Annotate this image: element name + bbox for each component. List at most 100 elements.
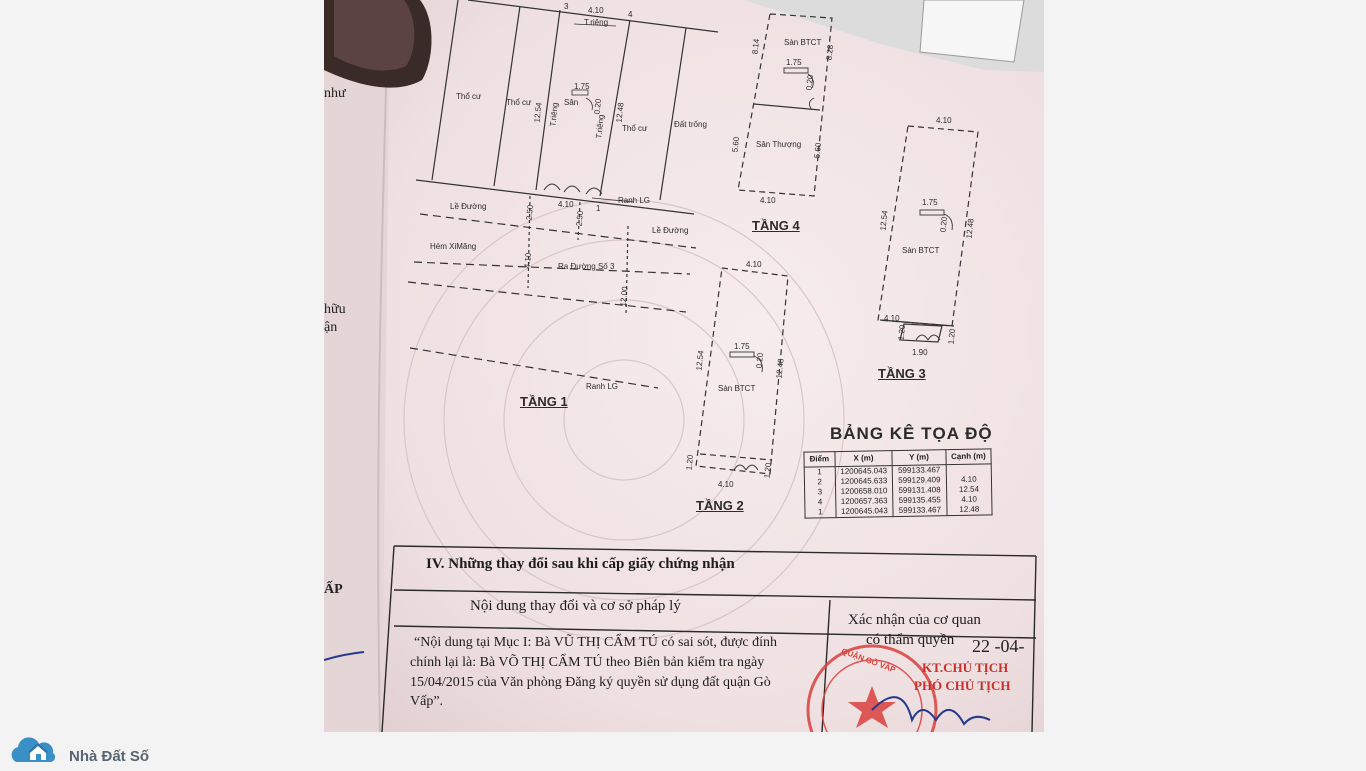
thumb-highlight xyxy=(334,0,415,71)
floor1-alley-width: 4.10 xyxy=(522,252,534,269)
floor2-extension-right: 1.20 xyxy=(762,462,774,479)
floor3-balcony-width: 1.90 xyxy=(912,348,928,357)
cell-edge xyxy=(945,463,992,476)
floor4-stair-width: 1.75 xyxy=(786,58,802,67)
house-cloud-icon xyxy=(11,737,56,762)
col-point: Điểm xyxy=(803,451,835,468)
floor1-residential-3: Thổ cư xyxy=(622,124,648,133)
cell-edge: 12.48 xyxy=(946,504,993,516)
floor1-cement-alley: Hẻm XiMăng xyxy=(430,242,477,251)
changes-confirm-header-2: có thẩm quyền xyxy=(866,632,955,648)
signature xyxy=(871,696,991,726)
floor1-offset-2: 2.50 xyxy=(574,210,586,227)
edge-fragment-3: ận xyxy=(324,320,338,335)
floor4-length-right-bottom: 5.60 xyxy=(812,142,824,159)
floor1-point-3: 3 xyxy=(564,2,569,11)
col-edge: Cạnh (m) xyxy=(945,448,992,465)
floor1-empty-land: Đất trống xyxy=(674,120,707,129)
floor4-title: TẦNG 4 xyxy=(752,218,800,233)
cell-point: 4 xyxy=(804,497,836,508)
cell-x: 1200645.043 xyxy=(835,506,894,518)
floor3-floor-label: Sàn BTCT xyxy=(902,246,940,255)
floor1-stair-width: 1.75 xyxy=(574,82,590,91)
floor1-bottom-width: 4.10 xyxy=(558,200,574,209)
floor1-plan xyxy=(415,0,719,215)
floor4-terrace: Sân Thượng xyxy=(756,140,802,149)
floor1-offset-1: 2.50 xyxy=(524,204,536,221)
floor2-plan xyxy=(695,267,789,475)
floor3-top-width: 4.10 xyxy=(936,116,952,125)
changes-note-line-3: 15/04/2015 của Văn phòng Đăng ký quyền s… xyxy=(410,675,771,690)
floor2-stair xyxy=(729,351,763,471)
floor1-title: TẦNG 1 xyxy=(520,394,568,409)
floor3-plan xyxy=(877,125,979,343)
floor1-top-width: 4.10 xyxy=(588,6,604,15)
floor4-plan xyxy=(737,13,833,197)
changes-date-fragment: 22 -04- xyxy=(972,636,1025,656)
floor1-lane-label: T.riêng xyxy=(584,18,609,27)
brand-name: Nhà Đất Số xyxy=(69,748,150,765)
floor1-yard: Sân xyxy=(564,98,579,107)
floor4-stair xyxy=(783,67,815,111)
floor1-to-road-3: Ra Đường Số 3 xyxy=(558,262,615,271)
changes-confirm-header-1: Xác nhận của cơ quan xyxy=(848,612,981,628)
changes-content-header: Nội dung thay đổi và cơ sở pháp lý xyxy=(470,598,681,614)
signer-title-1: KT.CHỦ TỊCH xyxy=(922,660,1009,675)
floor4-stair-depth: 0.20 xyxy=(804,74,816,91)
floor2-stair-depth: 0.20 xyxy=(754,352,766,369)
floor1-lot-boundary-2: Ranh LG xyxy=(586,382,619,391)
floor3-bottom-width: 4.10 xyxy=(884,314,900,323)
edge-fragment-2: hữu xyxy=(324,302,346,317)
floor1-residential-2: Thổ cư xyxy=(506,98,532,107)
floor1-dashed-boundaries xyxy=(407,195,697,389)
paper xyxy=(324,0,1044,732)
changes-note-line-1: “Nội dung tại Mục I: Bà VŨ THỊ CẨM TÚ có… xyxy=(414,635,778,650)
left-page-strip xyxy=(324,0,390,732)
cell-point: 1 xyxy=(804,507,836,519)
floor4-length-right-top: 8.28 xyxy=(824,44,836,61)
edge-fragment-1: như xyxy=(324,86,346,101)
floor2-stair-width: 1.75 xyxy=(734,342,750,351)
edge-fragment-4: ẤP xyxy=(324,582,343,597)
stacked-paper xyxy=(919,0,1025,63)
cell-point: 1 xyxy=(804,466,835,478)
cell-point: 2 xyxy=(804,477,836,488)
floor4-length-left-bottom: 5.60 xyxy=(730,136,742,153)
certificate-photo: T.riêng 4.10 3 4 Thổ cư Thổ cư Thổ cư Đấ… xyxy=(324,0,1044,732)
floor1-point-4: 4 xyxy=(628,10,633,19)
changes-section-title: IV. Những thay đổi sau khi cấp giấy chứn… xyxy=(426,556,735,572)
floor3-title: TẦNG 3 xyxy=(878,366,926,381)
signer-title-2: PHÓ CHỦ TỊCH xyxy=(914,678,1011,693)
pen-mark xyxy=(324,651,365,661)
floor1-sidewalk-1: Lề Đường xyxy=(450,202,487,211)
floor2-top-width: 4.10 xyxy=(746,260,762,269)
floor3-extension-right: 1.20 xyxy=(946,328,958,345)
floor3-stair xyxy=(915,209,953,341)
floor3-stair-width: 1.75 xyxy=(922,198,938,207)
floor2-title: TẦNG 2 xyxy=(696,498,744,513)
floor2-extension-left: 1.20 xyxy=(684,454,696,471)
coordinate-table-title: BẢNG KÊ TỌA ĐỘ xyxy=(830,424,993,443)
floor1-sidewalk-2: Lề Đường xyxy=(652,226,689,235)
changes-note-line-2: chính lại là: Bà VÕ THỊ CẨM TÚ theo Biên… xyxy=(410,655,765,670)
floor1-residential-1: Thổ cư xyxy=(456,92,482,101)
certificate-drawing xyxy=(324,0,1044,732)
floor2-bottom-width: 4.10 xyxy=(718,480,734,489)
changes-table-lines xyxy=(381,545,1037,732)
cell-point: 3 xyxy=(804,487,836,498)
cell-y: 599133.467 xyxy=(893,505,947,517)
col-x: X (m) xyxy=(834,450,893,467)
floor4-floor-label: Sàn BTCT xyxy=(784,38,822,47)
floor3-stair-depth: 0.20 xyxy=(938,216,950,233)
col-y: Y (m) xyxy=(892,449,946,466)
watermark-seal xyxy=(403,199,845,641)
floor3-extension-left: 1.20 xyxy=(896,324,908,341)
coordinate-table: Điểm X (m) Y (m) Cạnh (m) 1 1200645.043 … xyxy=(803,448,993,519)
floor1-point-1: 1 xyxy=(596,204,601,213)
floor1-stair-depth: 0.20 xyxy=(592,98,604,115)
floor2-floor-label: Sàn BTCT xyxy=(718,384,756,393)
changes-note-line-4: Vấp”. xyxy=(410,694,444,709)
floor4-length-left-top: 8.14 xyxy=(750,38,762,55)
floor1-lot-boundary-1: Ranh LG xyxy=(618,196,651,205)
floor4-bottom-width: 4.10 xyxy=(760,196,776,205)
